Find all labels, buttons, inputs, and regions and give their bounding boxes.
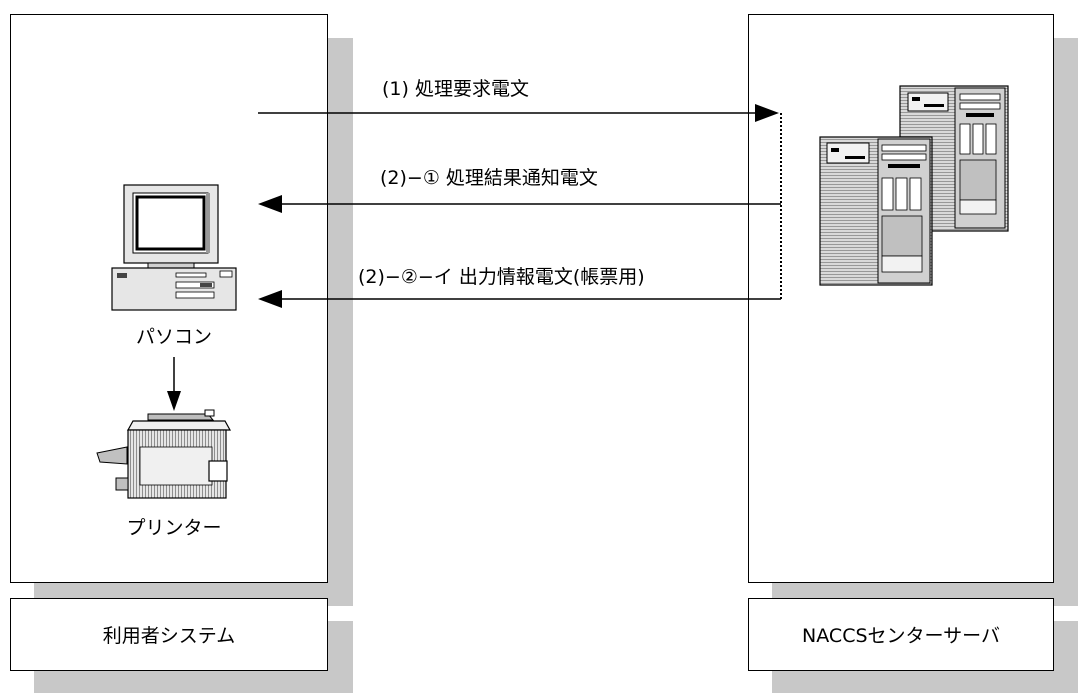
arrow-result [258, 195, 781, 213]
arrow-pc-to-printer [167, 357, 181, 411]
left-system-label: 利用者システム [102, 625, 236, 647]
arrow-request [258, 104, 779, 122]
server-tower-front-icon [819, 136, 933, 286]
message-label-output: (2)−②−イ 出力情報電文(帳票用) [358, 266, 645, 288]
right-system-label-box: NACCSセンターサーバ [748, 598, 1054, 671]
computer-icon [111, 184, 237, 311]
printer-icon [96, 409, 232, 499]
message-label-request: (1) 処理要求電文 [382, 78, 529, 100]
left-system-label-box: 利用者システム [10, 598, 328, 671]
right-system-label: NACCSセンターサーバ [802, 625, 1000, 647]
message-label-result: (2)−① 処理結果通知電文 [380, 167, 598, 189]
printer-label: プリンター [126, 517, 222, 539]
pc-label: パソコン [135, 326, 212, 348]
arrow-output [258, 290, 781, 308]
